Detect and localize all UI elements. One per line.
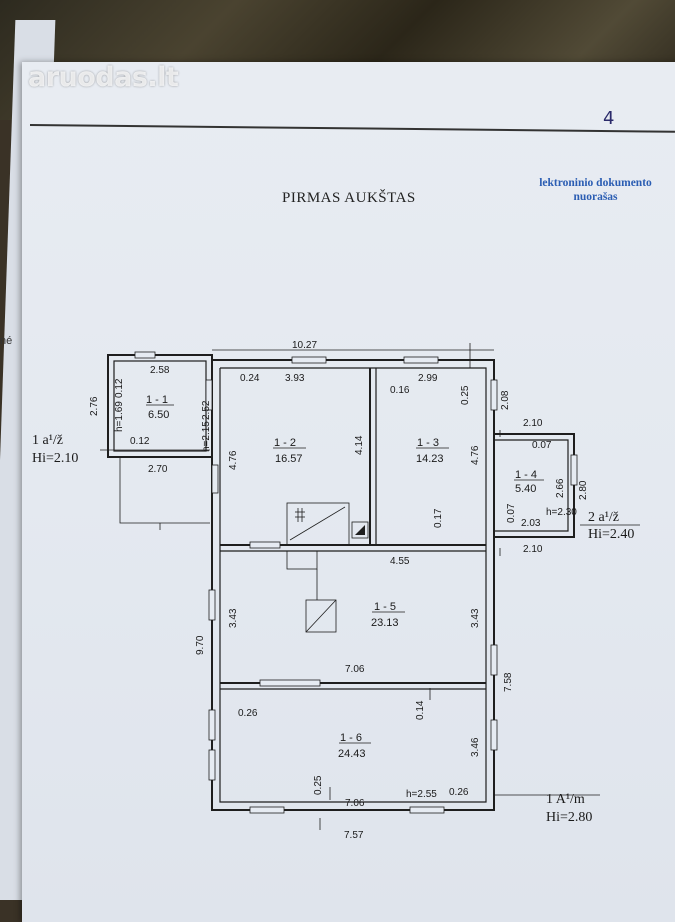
room-1-3-id: 1 - 3 xyxy=(417,437,439,449)
heater-diagonal xyxy=(305,599,337,633)
dim-r14-inner: 0.07 xyxy=(532,440,552,451)
dim-r15-top: 4.55 xyxy=(390,556,410,567)
room-1-6-id: 1 - 6 xyxy=(340,732,362,744)
label-main-bottom: Hi=2.80 xyxy=(546,810,592,825)
dim-r13-height: 4.76 xyxy=(470,445,481,465)
room-1-3-area: 14.23 xyxy=(416,453,444,465)
stamp-line-1: lektroninio dokumento xyxy=(539,177,652,189)
page-number: 4 xyxy=(603,108,615,129)
dim-r16-wall: 0.14 xyxy=(415,700,426,720)
dim-r15-left: 3.43 xyxy=(228,608,239,628)
dim-r14-side: 2.66 xyxy=(555,478,566,498)
dim-r14-h: h=2.30 xyxy=(546,507,577,518)
dim-r16-left: 0.26 xyxy=(238,708,258,719)
stove xyxy=(286,502,350,546)
dim-r16-bottom-left: 0.25 xyxy=(313,775,324,795)
stove-diagonal xyxy=(289,506,346,541)
dim-right-total: 7.58 xyxy=(503,672,514,692)
dim-r12-left-a: 0.24 xyxy=(240,373,260,384)
dim-overall-width: 10.27 xyxy=(292,340,317,351)
label-main-top: 1 A¹/m xyxy=(546,792,585,807)
dim-r11-bottom: 2.70 xyxy=(148,464,168,475)
dim-r13-top: 0.25 xyxy=(460,385,471,405)
chimney xyxy=(351,521,369,539)
dim-r14-wall: 0.07 xyxy=(506,503,517,523)
dim-r14-outer: 2.80 xyxy=(578,480,589,500)
dim-r16-right-small: 0.26 xyxy=(449,787,469,798)
dim-r14-bottom: 2.03 xyxy=(521,518,541,529)
window xyxy=(570,454,578,486)
window xyxy=(403,356,439,364)
window xyxy=(205,379,213,411)
label-left-top: 1 a¹/ž xyxy=(32,433,63,448)
dim-r11-width: 2.58 xyxy=(150,365,170,376)
window xyxy=(291,356,327,364)
page-title: PIRMAS AUKŠTAS xyxy=(282,190,416,206)
dim-r11-h: h=1.69 xyxy=(114,401,125,432)
room-1-1-area: 6.50 xyxy=(148,409,169,421)
dim-r13-right: 2.08 xyxy=(500,390,511,410)
heater xyxy=(305,599,337,633)
porch-outline xyxy=(119,457,210,524)
floor-plan: 1 - 1 6.50 1 - 2 16.57 1 - 3 14.23 1 - 4… xyxy=(32,340,640,841)
dim-r13-bottom: 0.17 xyxy=(433,508,444,528)
room-1-2-id: 1 - 2 xyxy=(274,437,296,449)
side-mark: né xyxy=(0,335,13,347)
dim-r12-width: 3.93 xyxy=(285,373,305,384)
label-right-bottom: Hi=2.40 xyxy=(588,527,634,542)
dim-r12-h: h=2.15 xyxy=(201,421,212,452)
window xyxy=(409,806,445,814)
window xyxy=(208,589,216,621)
dim-r11-height: 2.76 xyxy=(89,396,100,416)
window xyxy=(490,719,498,751)
document-page xyxy=(22,62,675,922)
window xyxy=(208,709,216,741)
dim-r15-right: 3.43 xyxy=(470,608,481,628)
room-1-1-id: 1 - 1 xyxy=(146,394,168,406)
room-1-4-outer-wall xyxy=(494,433,575,538)
room-1-2-area: 16.57 xyxy=(275,453,303,465)
dim-r12-height: 4.76 xyxy=(228,450,239,470)
room-1-6-area: 24.43 xyxy=(338,748,366,760)
dim-r12-wall: 2.52 xyxy=(201,400,212,420)
dim-bottom-width: 7.57 xyxy=(344,830,364,841)
window xyxy=(490,644,498,676)
window xyxy=(249,806,285,814)
dim-r13-left: 0.16 xyxy=(390,385,410,396)
stamp-line-2: nuorašas xyxy=(573,191,618,203)
window xyxy=(211,464,219,494)
dim-r11-inner-a: 0.12 xyxy=(114,378,125,398)
dim-r11-inner-b: 0.12 xyxy=(130,436,150,447)
dim-r12-right: 4.14 xyxy=(354,435,365,455)
window xyxy=(134,351,156,359)
electronic-copy-stamp: lektroninio dokumento nuorašas xyxy=(528,176,663,204)
label-right-top: 2 a¹/ž xyxy=(588,510,619,525)
door-opening xyxy=(259,679,321,687)
dim-r16-width: 7.06 xyxy=(345,798,365,809)
dim-r14-outer-bottom: 2.10 xyxy=(523,544,543,555)
room-1-4-id: 1 - 4 xyxy=(515,469,537,481)
dim-r15-bottom: 7.06 xyxy=(345,664,365,675)
room-1-4-inner-wall xyxy=(494,439,569,532)
label-left-bottom: Hi=2.10 xyxy=(32,451,78,466)
door-opening xyxy=(249,541,281,549)
stove-lower xyxy=(286,550,318,570)
dim-r16-right: 3.46 xyxy=(470,737,481,757)
dim-total-left: 9.70 xyxy=(195,635,206,655)
dim-r16-h: h=2.55 xyxy=(406,789,437,800)
window xyxy=(490,379,498,411)
room-1-5-id: 1 - 5 xyxy=(374,601,396,613)
dim-r14-top: 2.10 xyxy=(523,418,543,429)
window xyxy=(208,749,216,781)
chimney-fill xyxy=(355,525,365,535)
room-1-5-area: 23.13 xyxy=(371,617,399,629)
main-inner-wall xyxy=(219,367,487,803)
main-outer-wall xyxy=(211,359,495,811)
room-1-4-area: 5.40 xyxy=(515,483,536,495)
watermark-logo: aruodas.lt xyxy=(28,62,179,93)
dim-r13-width: 2.99 xyxy=(418,373,438,384)
